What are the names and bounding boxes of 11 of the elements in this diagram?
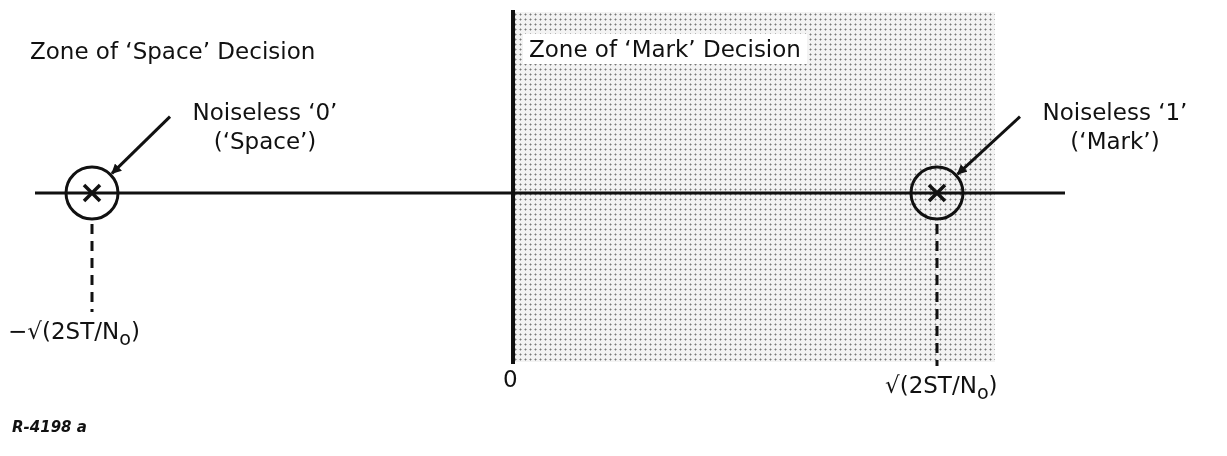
- leader-arrow: [956, 115, 1021, 176]
- zone-label: Zone of ‘Mark’ Decision: [523, 34, 807, 64]
- zone-label: Zone of ‘Space’ Decision: [30, 38, 316, 64]
- point-label: Noiseless ‘0’ (‘Space’): [191, 98, 339, 156]
- value-label: √(2ST/N$_{o}$): [885, 372, 998, 404]
- value-label: −√(2ST/N$_{o}$): [8, 318, 140, 350]
- axis-origin-label: 0: [503, 366, 518, 392]
- point-label: Noiseless ‘1’ (‘Mark’): [1041, 98, 1189, 156]
- leader-arrow: [110, 115, 172, 175]
- shaded-zone: [513, 12, 995, 362]
- figure-number: R-4198 a: [12, 418, 87, 436]
